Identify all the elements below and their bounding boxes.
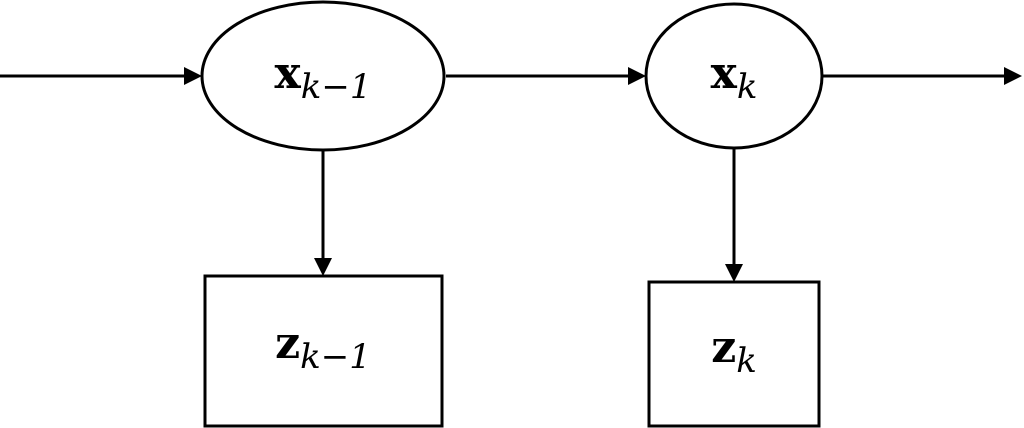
observation-node-z-curr: zk [647,280,821,428]
state-node-x-curr: xk [644,2,824,150]
arrow-head [314,258,332,276]
arrow-head [725,264,743,282]
node-symbol: x [275,48,302,99]
edge-x-curr-to-output [822,67,1022,85]
edge-x-curr-to-z-curr [725,148,743,282]
node-symbol: z [711,322,736,373]
node-symbol: z [275,318,300,369]
node-label-x-curr: xk [711,48,758,107]
observation-node-z-prev: zk−1 [203,274,444,428]
edge-x-prev-to-x-curr [446,67,646,85]
node-label-z-curr: zk [711,322,757,381]
edge-x-prev-to-z-prev [314,150,332,276]
arrow-head [1004,67,1022,85]
edge-input-to-x-prev [0,67,202,85]
node-symbol: x [711,48,738,99]
node-subscript: k−1 [301,67,372,107]
node-label-x-prev: xk−1 [275,48,372,107]
state-node-x-prev: xk−1 [200,0,446,152]
arrow-head [628,67,646,85]
node-subscript: k [737,67,758,107]
node-subscript: k [736,341,757,381]
node-label-z-prev: zk−1 [275,318,371,377]
node-subscript: k−1 [300,337,371,377]
arrow-head [184,67,202,85]
